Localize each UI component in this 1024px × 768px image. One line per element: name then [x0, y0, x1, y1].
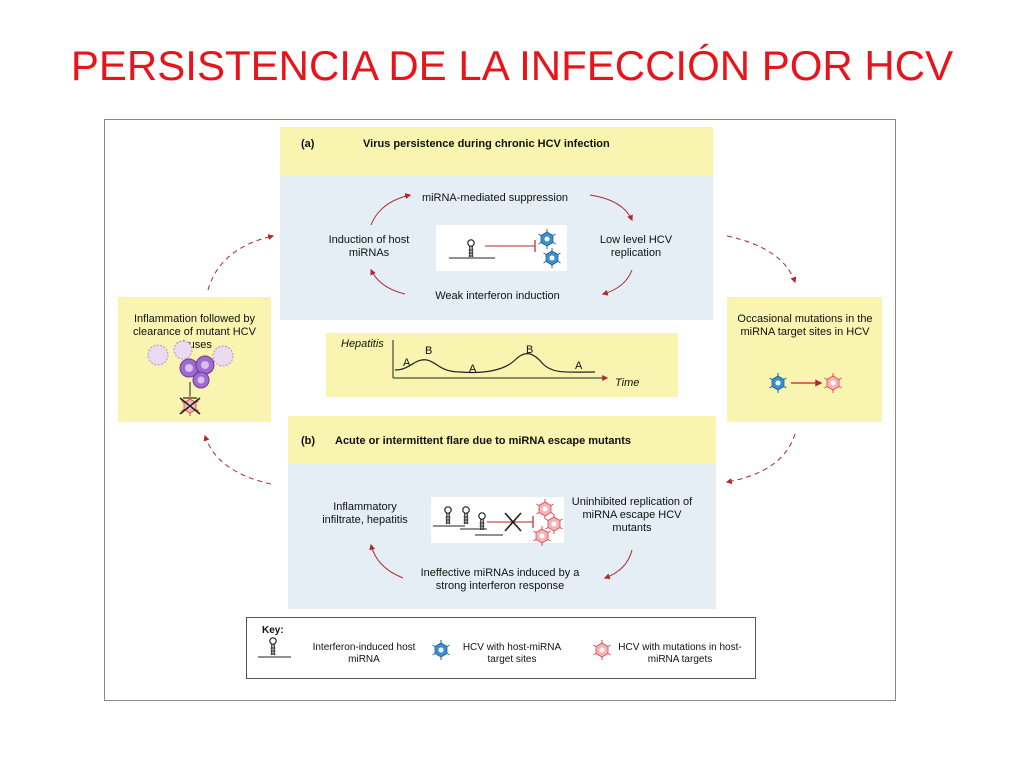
arrow-a-top-right	[589, 194, 633, 222]
figure-panel: (a) Virus persistence during chronic HCV…	[104, 119, 896, 701]
inflammation-cross-icon	[179, 397, 201, 415]
outer-arrow-top-right	[726, 235, 797, 284]
arrow-b-bottom-left	[369, 543, 404, 579]
hepatitis-point-a1: A	[403, 357, 411, 369]
panel-a-mirna-icon	[449, 239, 495, 259]
panel-a-title: Virus persistence during chronic HCV inf…	[363, 138, 610, 150]
key-virus-blue-icon	[432, 639, 450, 661]
slide-title: PERSISTENCIA DE LA INFECCIÓN POR HCV	[70, 42, 954, 89]
hepatitis-chart-box	[326, 333, 678, 397]
panel-b-left-label: Inflammatory infiltrate, hepatitis	[322, 501, 408, 526]
hepatitis-point-b1: B	[425, 345, 433, 357]
panel-a-right-label: Low level HCV replication	[599, 234, 673, 259]
hepatitis-point-b2: B	[526, 344, 534, 356]
panel-b-header	[288, 416, 716, 464]
panel-a-top-label: miRNA-mediated suppression	[421, 192, 569, 204]
panel-b-virus-red-1	[536, 498, 554, 520]
key-label-hcv-target: HCV with host-miRNA target sites	[462, 642, 562, 665]
panel-b-cross-icon	[504, 512, 522, 532]
panel-a-header	[280, 127, 713, 175]
panel-b-bottom-label: Ineffective miRNAs induced by a strong i…	[420, 567, 580, 592]
key-label-mirna: Interferon-induced host miRNA	[312, 642, 416, 665]
mutation-virus-red	[824, 372, 842, 394]
side-right-label: Occasional mutations in the miRNA target…	[737, 313, 873, 338]
diagram-graphics	[147, 193, 842, 661]
hepatitis-curve	[394, 353, 596, 374]
panel-b-virus-red-2	[545, 513, 563, 535]
hepatitis-xlabel: Time	[615, 377, 640, 389]
key-box	[246, 617, 756, 679]
hepatitis-point-a2: A	[469, 363, 477, 375]
arrow-a-bottom-left	[370, 268, 406, 295]
outer-arrow-bottom-right	[725, 433, 796, 485]
panel-a-bottom-label: Weak interferon induction	[435, 290, 560, 302]
outer-arrow-top-left	[207, 234, 275, 291]
panel-a-letter: (a)	[301, 138, 315, 150]
key-title: Key:	[262, 625, 284, 636]
hepatitis-point-a3: A	[575, 360, 583, 372]
panel-b-letter: (b)	[301, 435, 316, 447]
hepatitis-ylabel: Hepatitis	[341, 338, 384, 350]
arrow-b-bottom-right	[603, 549, 633, 580]
mutation-virus-blue	[769, 372, 787, 394]
outer-arrow-bottom-left	[203, 434, 272, 485]
side-right-box	[727, 297, 882, 422]
arrow-a-bottom-right	[601, 269, 633, 296]
panel-b-mirna-icons	[433, 506, 503, 536]
key-label-hcv-mutant: HCV with mutations in host-miRNA targets	[618, 642, 742, 665]
arrow-a-top-left	[370, 193, 412, 226]
panel-a-virus-blue-2	[543, 247, 561, 269]
panel-a-left-label: Induction of host miRNAs	[328, 234, 410, 259]
panel-b-title: Acute or intermittent flare due to miRNA…	[335, 435, 632, 447]
inflammation-cells	[147, 340, 234, 389]
key-mirna-icon	[258, 637, 291, 658]
panel-a-virus-blue-1	[538, 228, 556, 250]
panel-b-virus-red-3	[533, 525, 551, 547]
panel-b-right-label: Uninhibited replication of miRNA escape …	[571, 496, 693, 534]
key-virus-red-icon	[593, 639, 611, 661]
